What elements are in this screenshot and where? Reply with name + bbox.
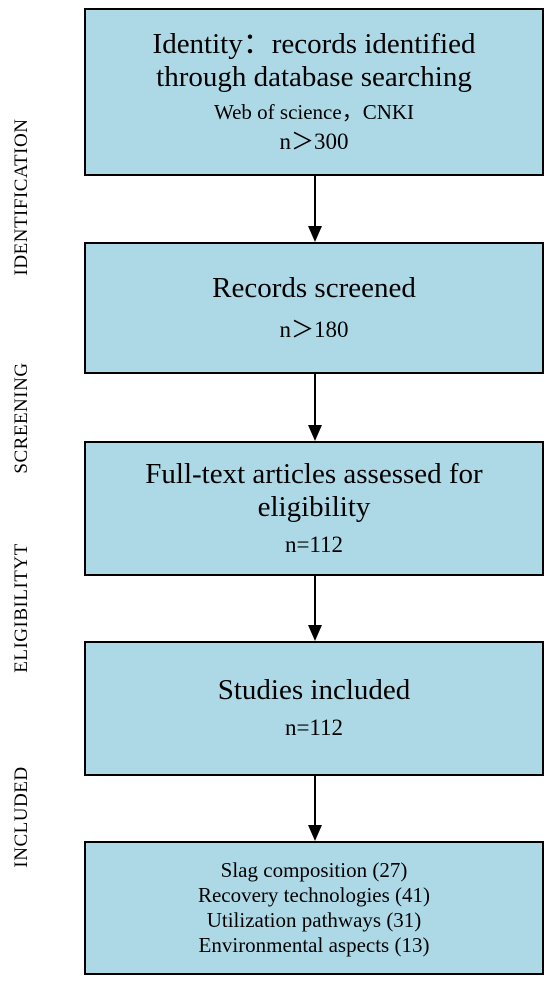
screened-box: Records screened n＞180 — [84, 242, 544, 374]
arrow-screened-to-fulltext — [308, 374, 322, 441]
screened-count: n＞180 — [279, 316, 349, 342]
arrow-identity-to-screened — [308, 176, 322, 242]
category-item: Utilization pathways (31) — [206, 908, 422, 932]
category-item: Slag composition (27) — [220, 858, 408, 882]
categories-box: Slag composition (27) Recovery technolog… — [84, 841, 544, 975]
fulltext-line-2: eligibility — [257, 490, 371, 523]
category-item: Recovery technologies (41) — [197, 883, 431, 907]
identity-sources: Web of science，CNKI — [213, 99, 415, 124]
fulltext-count: n=112 — [284, 531, 344, 557]
identity-line-2: through database searching — [156, 60, 472, 93]
category-item: Environmental aspects (13) — [198, 933, 430, 957]
screened-title: Records screened — [212, 271, 416, 304]
fulltext-box: Full-text articles assessed for eligibil… — [84, 441, 544, 576]
identity-count: n＞300 — [279, 128, 349, 154]
arrow-included-to-categories — [308, 776, 322, 841]
arrow-fulltext-to-included — [308, 576, 322, 641]
identity-box: Identity：records identified through data… — [84, 8, 544, 176]
included-box: Studies included n=112 — [84, 641, 544, 776]
included-count: n=112 — [284, 715, 344, 740]
included-title: Studies included — [217, 674, 411, 706]
identity-line-1: Identity：records identified — [152, 27, 476, 60]
fulltext-line-1: Full-text articles assessed for — [145, 457, 483, 490]
